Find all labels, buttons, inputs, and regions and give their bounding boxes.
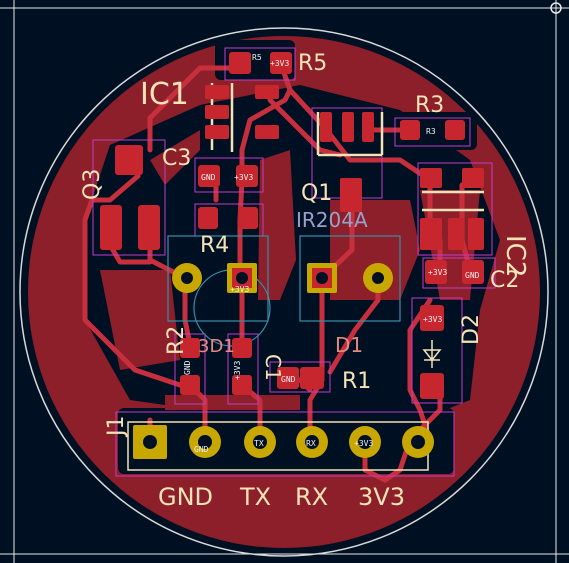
c2-pad-top-label: +3V3 [428,268,447,277]
c3-pad-1 [198,165,220,187]
label-tx: TX [239,483,271,511]
q1-pad-4 [340,178,362,212]
ic1-pad-5 [255,125,279,139]
q1-pad-2 [342,112,354,142]
r5-pad-1 [229,52,251,74]
j1-pin2-label: GND [194,445,209,454]
ic1-label: IC1 [140,77,189,112]
ic2-label: IC2 [500,235,530,277]
r1-pad-2 [300,367,324,389]
r4-label: R4 [200,233,229,258]
j1-header [133,425,434,459]
c2-label: C2 [490,268,519,293]
c3-pad-right-label: +3V3 [234,173,253,182]
r1-pad-label: GND [281,375,296,384]
smd-pads [100,52,484,399]
c3-pad-left-label: GND [201,173,216,182]
r3-pad-2 [445,120,465,140]
th-pads-middle [172,263,393,293]
c2-pad-2 [462,260,484,284]
d2-symbol [422,340,442,368]
pad-labels: +3V3 R5 R3 GND +3V3 +3V3 GND +3V3 GND +3… [183,53,480,454]
ic2-pad-5 [468,218,484,250]
r5-pad-2 [270,52,292,74]
c3-label: C3 [162,146,191,171]
q1-pad-3 [362,112,374,142]
q1-mirror-text: IR204A [296,208,368,232]
r3-inner-label: R3 [426,127,436,136]
r2-pad-label: GND [183,360,192,375]
r3-pad-1 [400,120,420,140]
c1-pad-2 [232,375,252,395]
connector-labels: GND TX RX 3V3 [158,483,405,511]
q1-label: Q1 [301,181,332,206]
ic1-pad-4 [255,85,279,99]
q3-pad-3 [138,205,160,250]
th-pad-2-label: +3V3 [230,285,249,294]
r2-pad-2 [180,375,200,395]
d1-label: D1 [335,333,363,357]
d2-pad-label: +3V3 [423,315,442,324]
j1-label: J1 [104,416,129,439]
r4-pad-2 [238,207,258,229]
ic1-pad-2 [205,105,229,119]
r2-label: R2 [164,326,189,355]
label-gnd: GND [158,483,213,511]
c2-pad-bottom-label: GND [465,271,480,280]
ic2-pad-1 [420,168,442,188]
j1-pin5-label: +3V3 [354,439,373,448]
r4-pad-1 [198,207,218,229]
label-3v3: 3V3 [358,483,405,511]
j1-pin4-label: RX [306,439,316,448]
q3-pad-1 [115,145,143,175]
q3-pad-2 [100,205,122,250]
bottom-silk-text: 3D1 [198,336,235,357]
label-rx: RX [295,483,328,511]
r2-pad-1 [180,338,200,358]
d2-label: D2 [459,314,484,345]
c1-pad-1 [232,338,252,358]
r5-label: R5 [298,51,327,76]
ic2-pad-2 [462,168,484,188]
r5-inner-label: R5 [252,53,262,62]
board-outline [19,27,549,557]
d2-pad-1 [420,305,444,331]
c1-pad-label: +3V3 [233,361,242,380]
d2-pad-2 [420,373,444,399]
ic1-pad-1 [205,85,229,99]
r1-label: R1 [342,369,371,394]
ic2-pad-3 [420,218,442,250]
j1-pin3-label: TX [254,439,264,448]
c1-label: C1 [261,354,285,381]
q3-label: Q3 [80,169,105,200]
reference-designators: R5 IC1 R3 C3 Q3 Q1 IR204A IC2 R4 C2 D1 D… [80,51,530,438]
q1-pad-1 [320,112,332,142]
ic2-pad-4 [448,218,464,250]
ic1-pad-3 [205,125,229,139]
r5-pad-label: +3V3 [270,59,289,68]
c2-pad-1 [425,260,447,284]
r3-label: R3 [415,93,444,118]
c3-pad-2 [236,165,258,187]
r1-pad-1 [277,367,299,389]
